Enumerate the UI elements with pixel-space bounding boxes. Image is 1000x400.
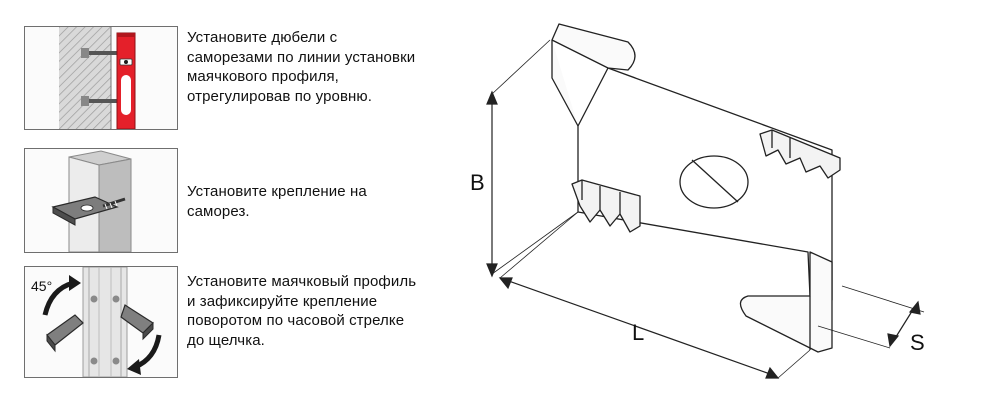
- bracket-icon: [51, 196, 119, 226]
- step-3-illustration: 45°: [24, 266, 178, 378]
- dimension-b-label: B: [470, 170, 485, 195]
- bracket-bottom-tab: [739, 251, 833, 353]
- left-teeth: [571, 179, 641, 233]
- rotation-arrow-top-icon: [42, 275, 81, 316]
- dowel-screws: [81, 48, 121, 106]
- rotation-arrow-bottom-icon: [127, 334, 162, 375]
- bracket-dimension-drawing: B L S: [470, 23, 925, 379]
- step-1-text: Установите дюбели с саморезами по линии …: [187, 29, 416, 105]
- step-3-text: Установите маячковый профиль и зафиксиру…: [187, 273, 417, 349]
- step-1-illustration: [24, 26, 178, 130]
- spirit-level-icon: [116, 32, 136, 129]
- angle-label: 45°: [31, 278, 52, 294]
- right-teeth: [759, 129, 841, 179]
- step-2-illustration: [24, 148, 178, 253]
- dimension-l-label: L: [632, 320, 644, 345]
- dimension-b: [486, 39, 579, 278]
- dimension-s-label: S: [910, 330, 925, 355]
- dimension-l: [498, 211, 811, 379]
- wall-section: [59, 27, 111, 129]
- bracket-top-tab: [551, 23, 636, 127]
- bracket-left-icon: [46, 314, 84, 353]
- beacon-profile: [82, 267, 128, 377]
- step-2-text: Установите крепление на саморез.: [187, 183, 367, 220]
- bracket-right-icon: [120, 304, 154, 341]
- screw-icon: [102, 197, 126, 210]
- dimension-s: [817, 285, 925, 349]
- mounting-hole: [679, 155, 749, 209]
